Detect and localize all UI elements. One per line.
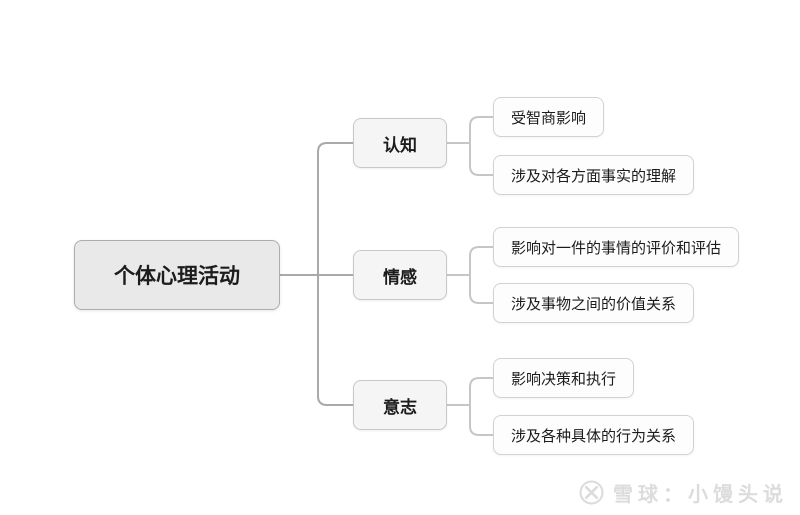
branch-node-cognition: 认知 xyxy=(353,118,447,168)
watermark-text: 雪球：小馒头说 xyxy=(613,484,788,506)
watermark: 雪球：小馒头说 xyxy=(578,478,788,507)
leaf-node-value-relations: 涉及事物之间的价值关系 xyxy=(493,283,695,323)
leaf-node-behavior-relations: 涉及各种具体的行为关系 xyxy=(493,415,695,455)
leaf-node-decision-execution: 影响决策和执行 xyxy=(493,358,635,398)
branch-node-emotion: 情感 xyxy=(353,250,447,300)
leaf-node-iq-influence: 受智商影响 xyxy=(493,97,605,137)
root-node: 个体心理活动 xyxy=(74,240,280,310)
connector-will-leaves xyxy=(469,377,493,436)
leaf-node-evaluation: 影响对一件的事情的评价和评估 xyxy=(493,227,740,267)
leaf-node-fact-understanding: 涉及对各方面事实的理解 xyxy=(493,155,695,195)
xueqiu-logo-icon xyxy=(579,480,604,505)
connector-branch-trunk xyxy=(317,142,353,406)
connector-cognition-leaves xyxy=(469,116,493,176)
branch-node-will: 意志 xyxy=(353,380,447,430)
connector-emotion-leaves xyxy=(469,246,493,304)
